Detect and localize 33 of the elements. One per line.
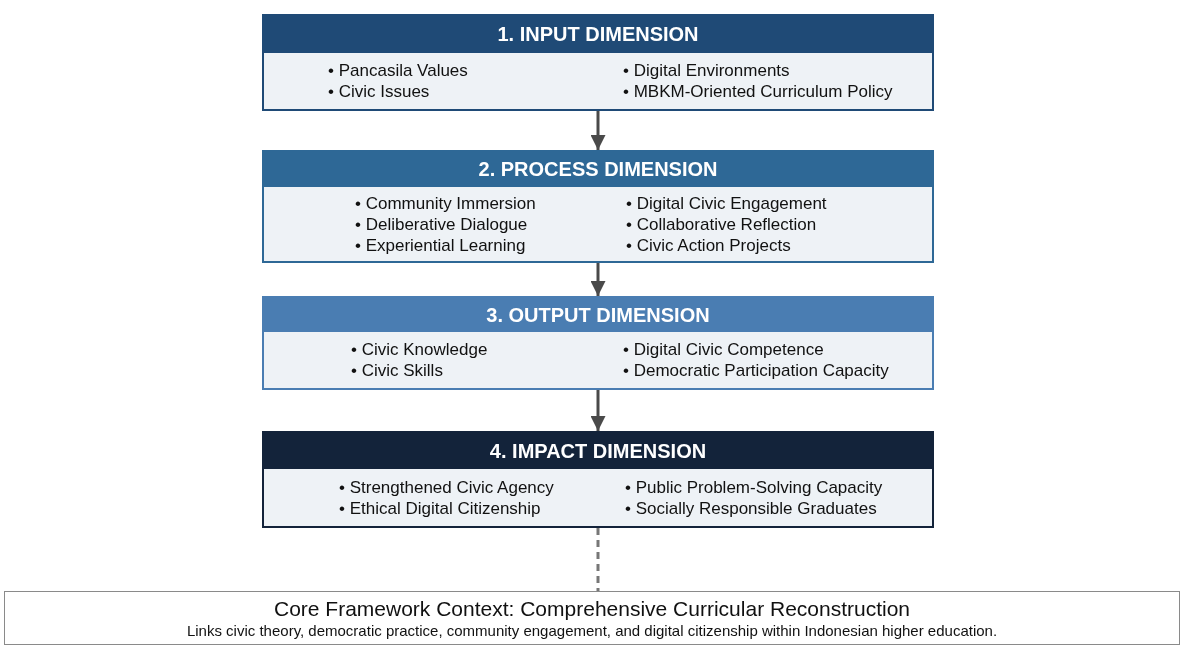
list-item: • Pancasila Values [328, 60, 469, 81]
connector-line [596, 528, 600, 591]
dimension-box [262, 14, 934, 111]
list-item: • Digital Civic Engagement [626, 192, 828, 214]
list-item: • Strengthened Civic Agency [339, 476, 555, 498]
list-item: • Experiential Learning [355, 234, 527, 256]
list-item: • Civic Issues [328, 81, 431, 102]
section-header: 1. INPUT DIMENSION [264, 16, 932, 53]
context-title: Core Framework Context: Comprehensive Curricular Reconstruction [273, 597, 911, 621]
dimension-box [262, 296, 934, 390]
list-item: • Socially Responsible Graduates [625, 497, 878, 519]
arrow [590, 263, 606, 296]
list-item: • Deliberative Dialogue [355, 213, 529, 235]
section-header: 4. IMPACT DIMENSION [264, 433, 932, 469]
section-header: 2. PROCESS DIMENSION [264, 152, 932, 187]
list-item: • Ethical Digital Citizenship [339, 497, 542, 519]
arrow [590, 111, 606, 150]
list-item: • Democratic Participation Capacity [623, 360, 890, 381]
list-item: • Civic Knowledge [351, 339, 489, 360]
list-item: • Digital Civic Competence [623, 339, 825, 360]
list-item: • Civic Skills [351, 360, 444, 381]
context-description: Links civic theory, democratic practice, community engagement, and digital citizenship within Indonesian higher education. [186, 622, 998, 639]
list-item: • Community Immersion [355, 192, 537, 214]
context-box [4, 591, 1180, 645]
list-item: • MBKM-Oriented Curriculum Policy [623, 81, 894, 102]
section-header: 3. OUTPUT DIMENSION [264, 298, 932, 332]
list-item: • Collaborative Reflection [626, 213, 818, 235]
dimension-box [262, 431, 934, 528]
list-item: • Civic Action Projects [626, 234, 792, 256]
arrow [590, 390, 606, 431]
list-item: • Digital Environments [623, 60, 791, 81]
dimension-box [262, 150, 934, 263]
list-item: • Public Problem-Solving Capacity [625, 476, 884, 498]
